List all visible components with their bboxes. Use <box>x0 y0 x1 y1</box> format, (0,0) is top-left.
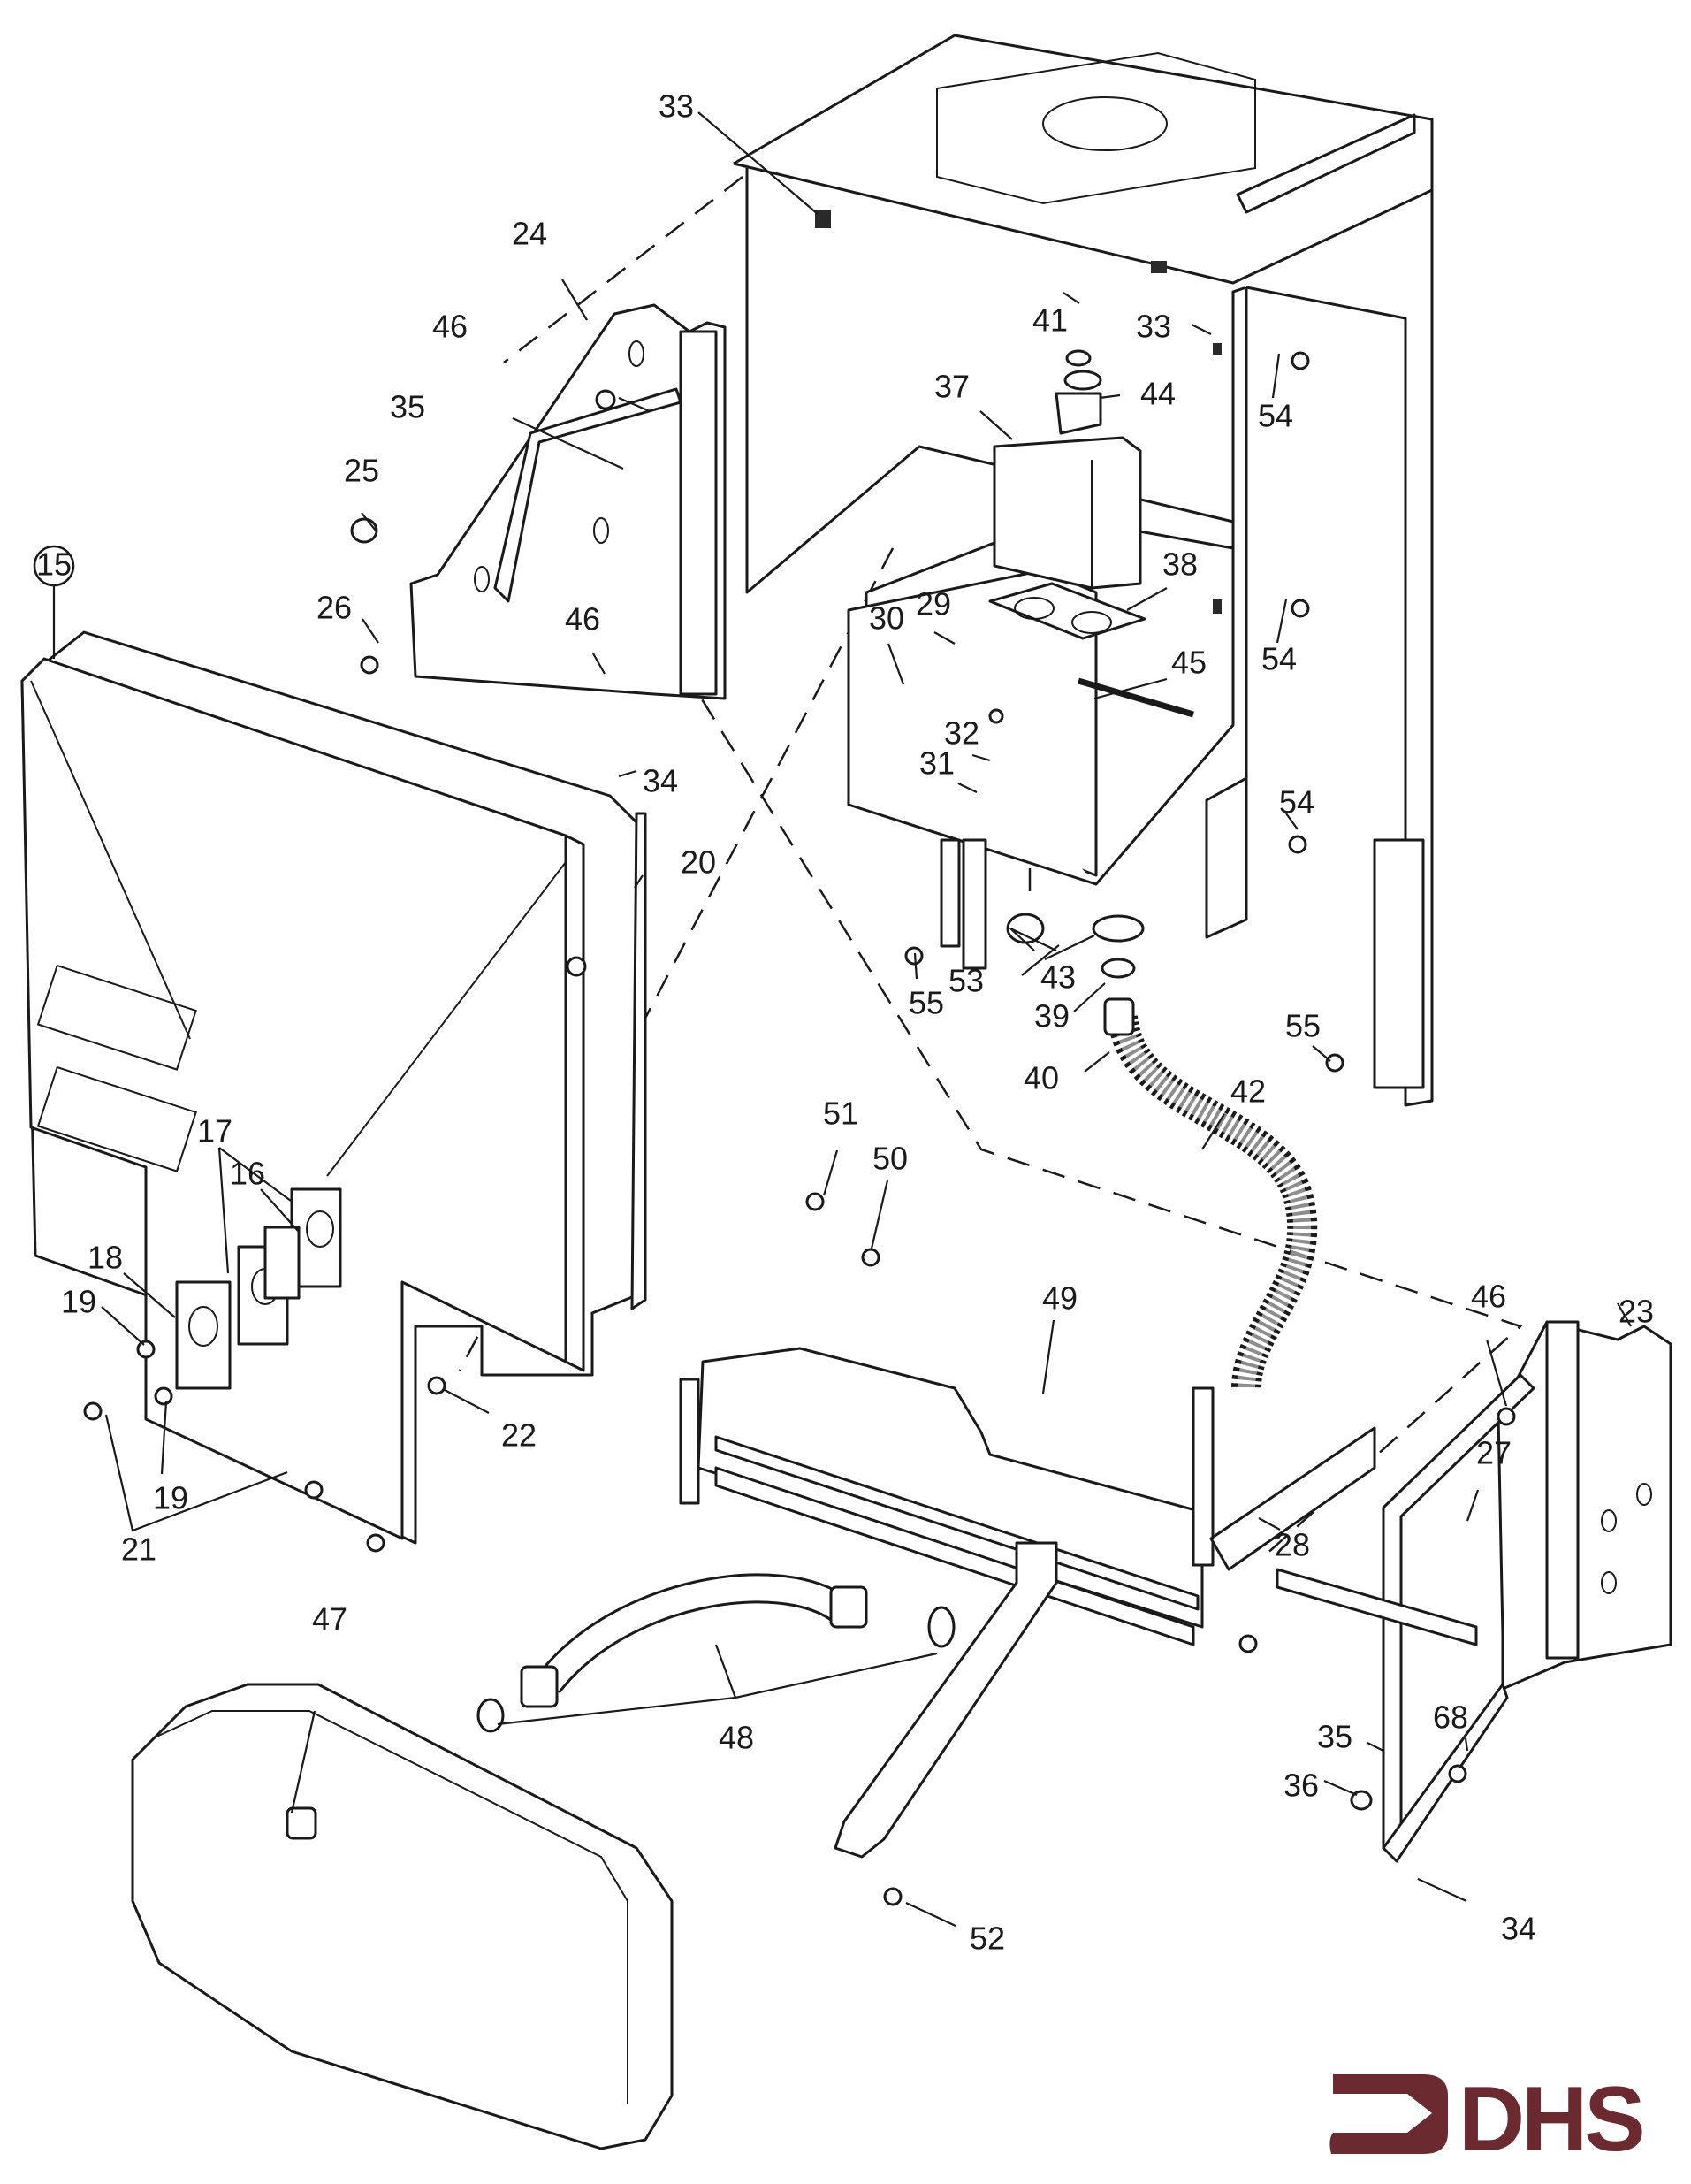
callout-44: 44 <box>1140 376 1176 412</box>
callout-36: 36 <box>1283 1768 1319 1804</box>
callout-48: 48 <box>719 1720 754 1756</box>
callout-46: 46 <box>565 601 600 638</box>
callout-17: 17 <box>197 1113 232 1149</box>
braided-hose <box>476 1573 956 1733</box>
callout-30: 30 <box>869 600 904 637</box>
callout-28: 28 <box>1275 1527 1310 1563</box>
callout-37: 37 <box>934 369 970 405</box>
callout-54: 54 <box>1258 398 1293 434</box>
callout-34: 34 <box>1501 1911 1536 1947</box>
callout-15: 15 <box>36 546 72 583</box>
valve-block <box>993 349 1142 590</box>
callout-31: 31 <box>919 745 955 782</box>
right-bracket <box>1276 1320 1672 1863</box>
front-cover <box>131 1683 674 2150</box>
callout-25: 25 <box>344 453 379 489</box>
main-casing <box>733 34 1434 1107</box>
arrow-icon <box>1329 2074 1448 2154</box>
callout-46: 46 <box>1471 1279 1506 1315</box>
callout-27: 27 <box>1476 1435 1512 1471</box>
drain-bracket <box>834 1541 1058 1859</box>
callout-19: 19 <box>61 1284 96 1320</box>
callout-21: 21 <box>121 1531 156 1568</box>
glass-window-assembly <box>175 1187 342 1390</box>
callout-24: 24 <box>512 216 547 252</box>
callout-32: 32 <box>944 715 979 752</box>
callout-68: 68 <box>1433 1699 1468 1736</box>
callout-45: 45 <box>1171 645 1207 681</box>
callout-40: 40 <box>1024 1060 1059 1096</box>
callout-circle-15 <box>33 545 75 587</box>
callout-55: 55 <box>1285 1008 1321 1044</box>
callout-16: 16 <box>230 1156 265 1192</box>
callout-54: 54 <box>1261 641 1297 677</box>
callout-39: 39 <box>1034 998 1070 1035</box>
callout-49: 49 <box>1042 1280 1078 1317</box>
callout-42: 42 <box>1230 1073 1266 1110</box>
callout-41: 41 <box>1032 302 1068 339</box>
dhs-logo-text: DHS <box>1459 2069 1642 2157</box>
callout-50: 50 <box>872 1141 908 1177</box>
callout-22: 22 <box>501 1417 537 1454</box>
callout-33: 33 <box>659 88 694 125</box>
callout-53: 53 <box>948 963 984 999</box>
left-bracket <box>409 303 727 700</box>
callout-55: 55 <box>909 985 944 1021</box>
callout-54: 54 <box>1279 784 1314 821</box>
callout-51: 51 <box>823 1096 858 1132</box>
callout-34: 34 <box>643 763 678 799</box>
callout-43: 43 <box>1040 959 1076 996</box>
callout-labels: 15 16 17 18 19 19 20 21 22 23 24 25 26 2… <box>33 88 1654 1957</box>
callout-46: 46 <box>432 309 468 345</box>
callout-18: 18 <box>88 1240 123 1276</box>
callout-33: 33 <box>1136 309 1171 345</box>
callout-47: 47 <box>312 1601 347 1638</box>
leader-lines <box>52 111 1632 1927</box>
callout-19: 19 <box>153 1480 188 1516</box>
callout-20: 20 <box>681 844 716 881</box>
callout-35: 35 <box>1317 1719 1352 1755</box>
callout-29: 29 <box>916 586 951 622</box>
callout-35: 35 <box>390 389 425 425</box>
callout-38: 38 <box>1162 546 1198 583</box>
sensor-rod <box>1078 677 1194 718</box>
callout-52: 52 <box>970 1921 1005 1957</box>
base-tray <box>679 1347 1376 1646</box>
front-panel-frame <box>630 812 647 1310</box>
callout-23: 23 <box>1619 1294 1654 1330</box>
front-panel <box>20 630 638 1545</box>
dhs-logo: DHS <box>1326 2068 1662 2171</box>
callout-26: 26 <box>316 590 352 626</box>
hose-fittings <box>1006 913 1145 1036</box>
